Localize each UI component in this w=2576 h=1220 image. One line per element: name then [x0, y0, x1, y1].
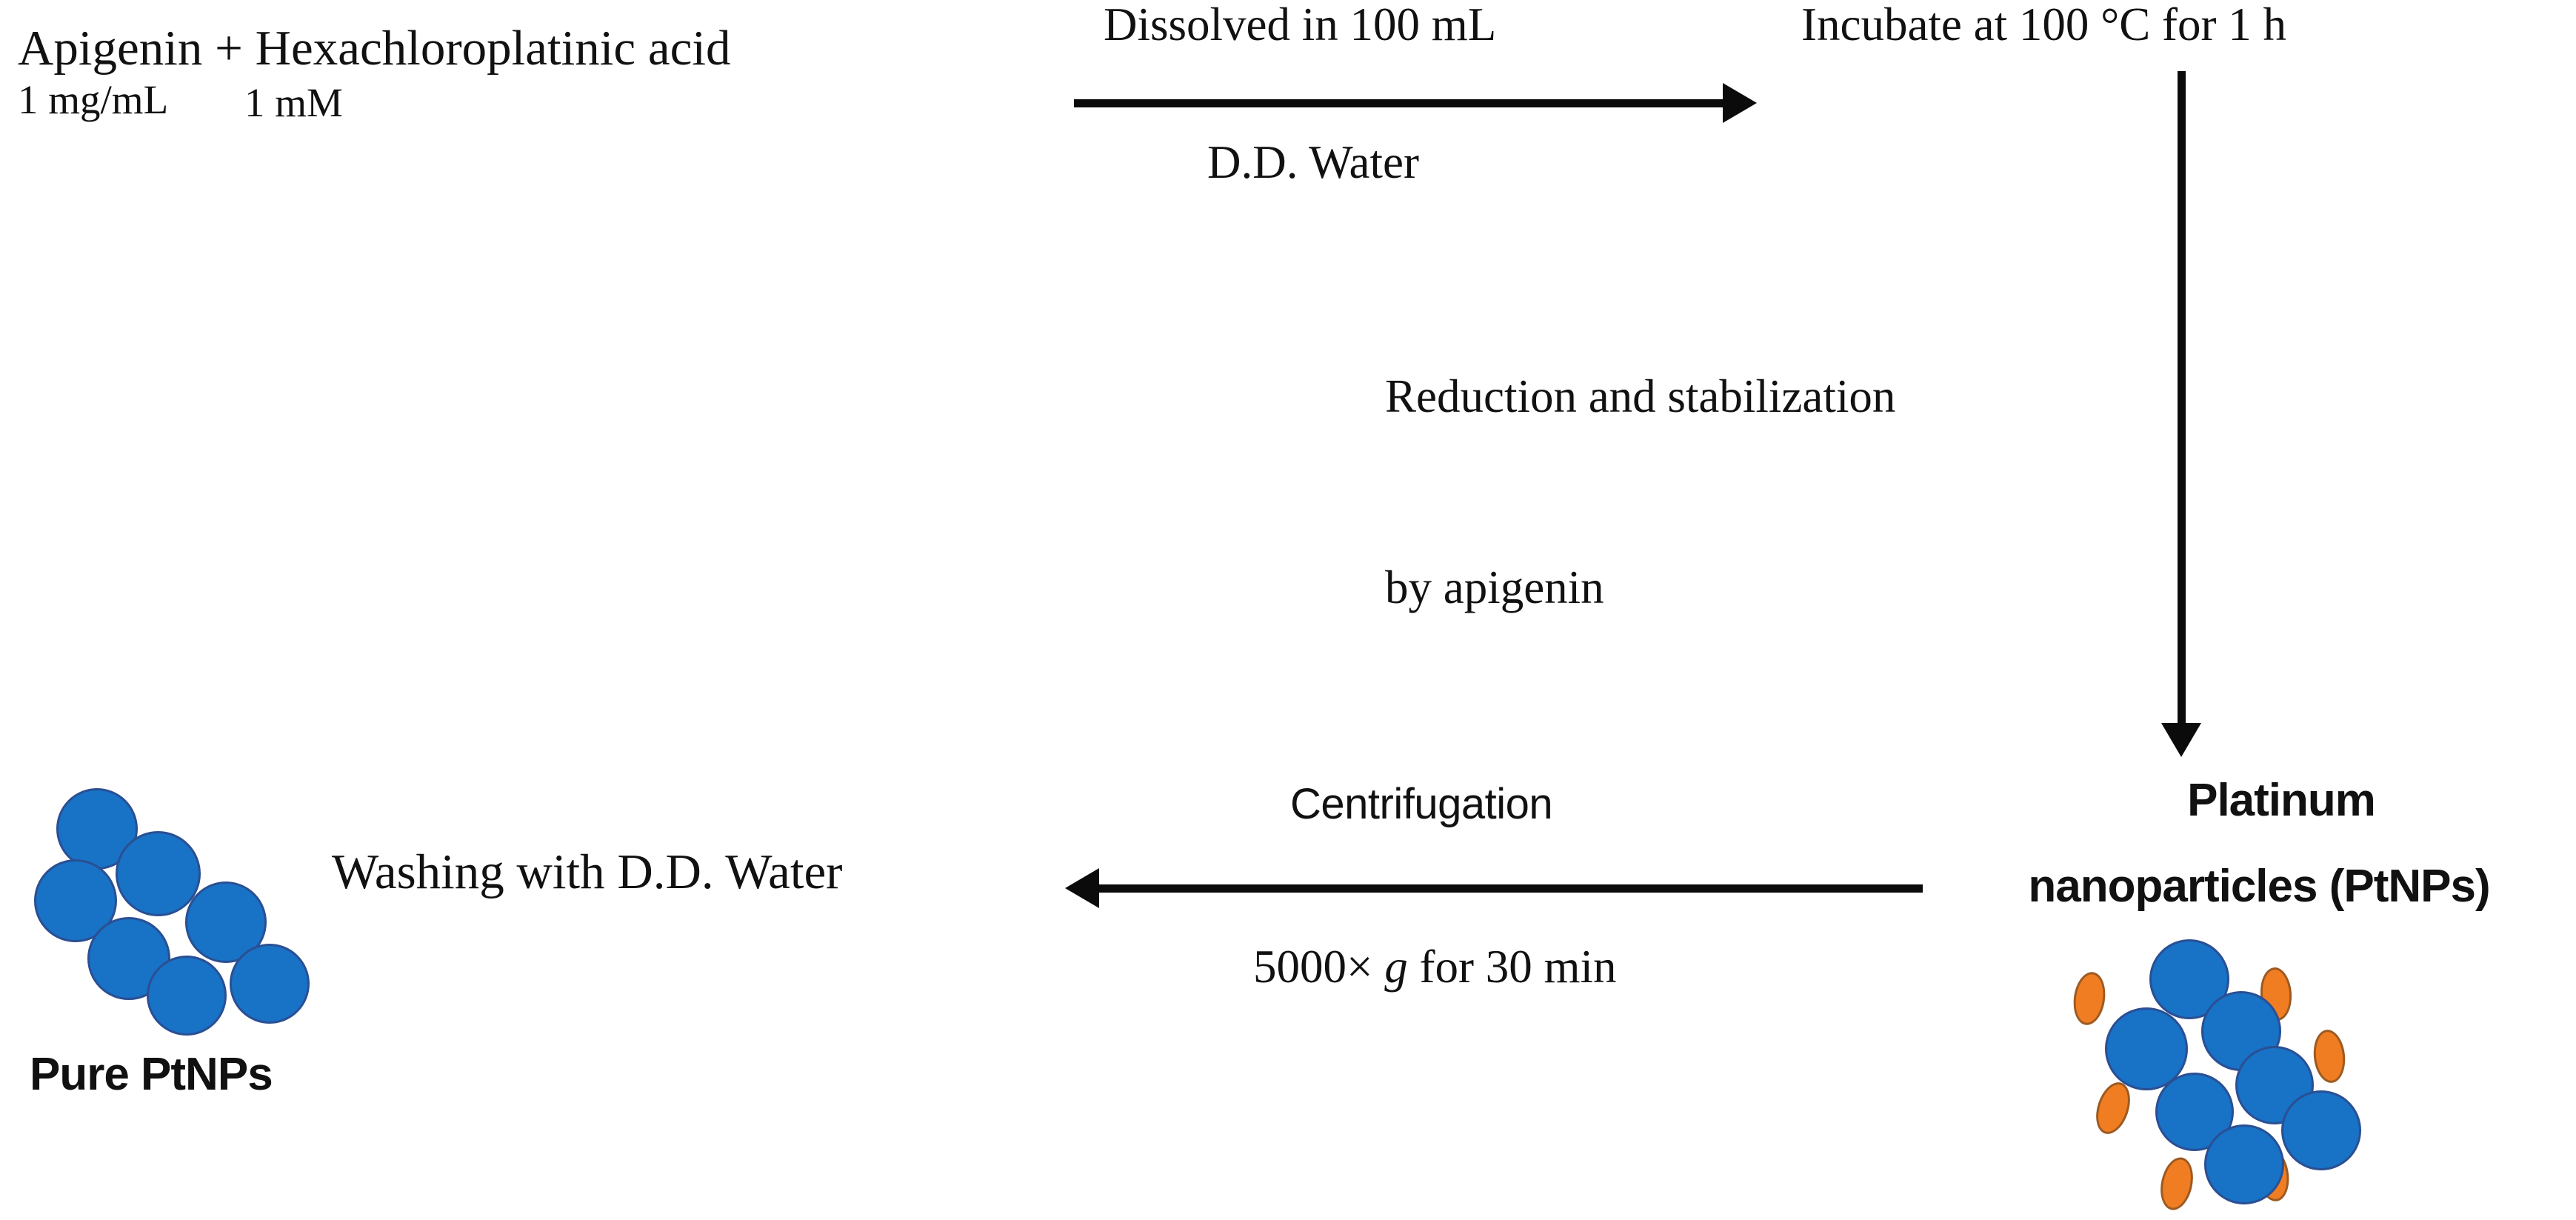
step2-incubation-label: Incubate at 100 °C for 1 h: [1801, 0, 2287, 50]
apigenin-particle: [2089, 1078, 2137, 1139]
platinum-particle: [2201, 991, 2281, 1071]
apigenin-particle: [2070, 970, 2109, 1027]
reactant-concentration-apigenin: 1 mg/mL: [18, 77, 169, 122]
reactants-label: Apigenin + Hexachloroplatinic acid: [18, 21, 731, 76]
step3-g-force-prefix: 5000×: [1253, 941, 1373, 993]
platinum-particle: [2281, 1090, 2361, 1170]
platinum-nanoparticles-cluster: [2059, 926, 2370, 1220]
apigenin-particle: [2155, 1154, 2198, 1213]
step2-side-label-line1: Reduction and stabilization: [1385, 370, 1896, 422]
step3-arrow-head-left-icon: [1065, 868, 1099, 908]
step1-arrow-label-below: D.D. Water: [1207, 136, 1419, 188]
pure-ptnps-cluster: [21, 772, 332, 1039]
step2-arrow-head-down-icon: [2161, 723, 2201, 757]
step1-arrow-label-above: Dissolved in 100 mL: [1104, 0, 1497, 50]
platinum-particle: [230, 944, 310, 1024]
product-label-line1: Platinum: [2187, 775, 2376, 826]
final-product-label: Pure PtNPs: [30, 1049, 273, 1100]
step3-arrow-label-below: 5000× g for 30 min: [1253, 942, 1617, 991]
product-label-line2: nanoparticles (PtNPs): [2028, 861, 2490, 912]
platinum-particle: [116, 831, 201, 916]
step3-arrow-shaft: [1099, 884, 1923, 893]
step1-arrow-shaft: [1074, 99, 1729, 107]
platinum-particle: [2204, 1124, 2284, 1204]
platinum-particle: [2149, 939, 2229, 1019]
platinum-particle: [2105, 1007, 2188, 1090]
step3-arrow-label-above: Centrifugation: [1290, 780, 1553, 828]
step1-arrow-head-right-icon: [1723, 83, 1757, 123]
apigenin-particle: [2311, 1028, 2348, 1084]
step2-arrow-shaft: [2178, 71, 2186, 730]
washing-label: Washing with D.D. Water: [332, 844, 843, 899]
platinum-particle: [147, 956, 227, 1036]
step3-g-force-symbol: g: [1384, 941, 1408, 993]
step2-side-label-line2: by apigenin: [1385, 561, 1604, 613]
step3-g-force-suffix: for 30 min: [1419, 941, 1617, 993]
reactant-concentration-hexachloroplatinic-acid: 1 mM: [244, 80, 343, 125]
